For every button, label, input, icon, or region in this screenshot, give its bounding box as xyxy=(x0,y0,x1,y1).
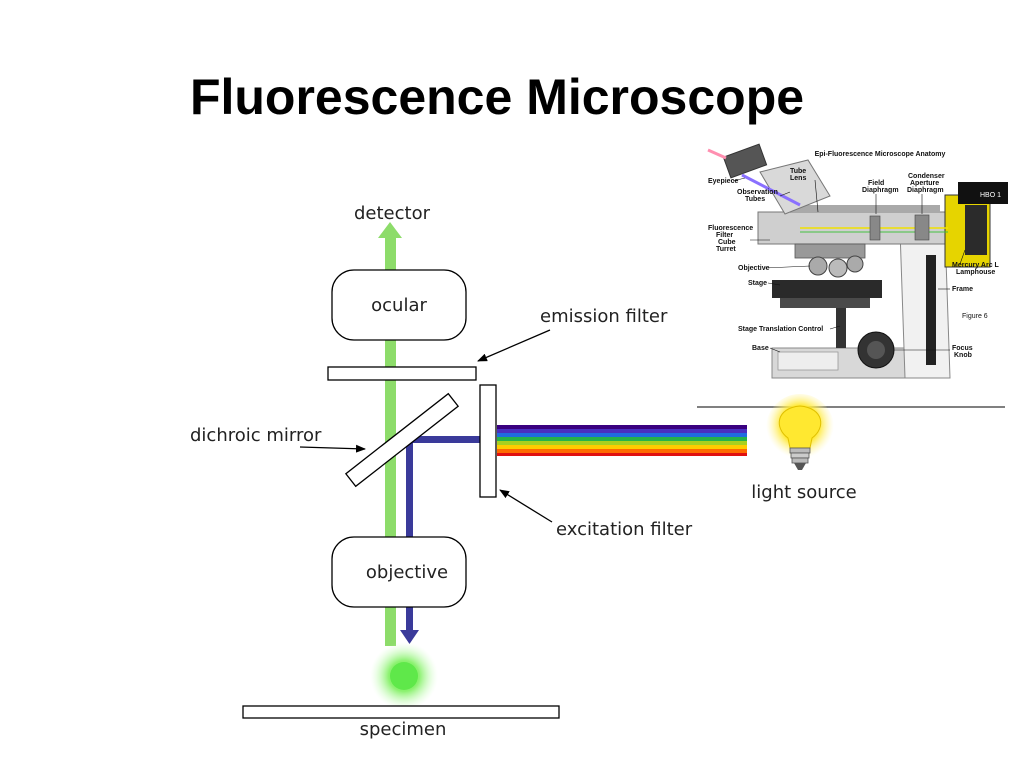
photo-label-condenser: Condenser xyxy=(908,173,945,180)
dichroic-mirror-pointer xyxy=(299,444,366,453)
excitation-filter xyxy=(479,384,497,498)
photo-label-mercury: Mercury Arc L xyxy=(952,262,1000,269)
light-source-label: light source xyxy=(751,482,856,503)
objective-box xyxy=(331,536,467,608)
specimen-dot xyxy=(390,662,418,690)
emission-filter-pointer xyxy=(477,329,551,362)
photo-label-fluorescence: Fluorescence xyxy=(708,225,753,232)
photo-label-filter: Filter xyxy=(716,232,733,239)
photo-label-lamphouse: Lamphouse xyxy=(956,269,995,276)
rainbow-beam xyxy=(497,425,747,456)
photo-label-stage-control: Stage Translation Control xyxy=(738,326,823,333)
microscope-photo: Epi-Fluorescence Microscope Anatomy HBO … xyxy=(703,130,1008,388)
dichroic-mirror xyxy=(344,392,460,488)
emission-filter-label: emission filter xyxy=(540,306,668,327)
photo-label-stage: Stage xyxy=(748,280,767,287)
photo-label-cube: Cube xyxy=(718,239,736,246)
photo-label-turret: Turret xyxy=(716,246,736,253)
ocular-label: ocular xyxy=(371,295,427,316)
photo-label-tube: Tube xyxy=(790,168,806,175)
emission-filter xyxy=(327,366,477,381)
photo-heading: Epi-Fluorescence Microscope Anatomy xyxy=(815,151,946,158)
photo-label-condenser-diaphragm: Diaphragm xyxy=(907,187,944,194)
photo-label-aperture: Aperture xyxy=(910,180,939,187)
photo-label-eyepiece: Eyepiece xyxy=(708,178,738,185)
light-bulb-icon xyxy=(766,394,834,470)
excitation-filter-pointer xyxy=(499,489,553,523)
dichroic-mirror-label: dichroic mirror xyxy=(190,425,322,446)
photo-label-observation: Observation xyxy=(737,189,778,196)
photo-label-objective: Objective xyxy=(738,265,770,272)
specimen-label: specimen xyxy=(360,719,447,740)
photo-label-focus: Focus xyxy=(952,345,973,352)
photo-label-field-diaphragm: Diaphragm xyxy=(862,187,899,194)
detector-label: detector xyxy=(354,203,431,224)
photo-label-frame: Frame xyxy=(952,286,973,293)
photo-label-field: Field xyxy=(868,180,884,187)
photo-label-base: Base xyxy=(752,345,769,352)
specimen-slide xyxy=(242,705,560,719)
photo-hbo: HBO 1 xyxy=(980,192,1001,199)
slide-title: Fluorescence Microscope xyxy=(189,69,805,125)
photo-label-figure: Figure 6 xyxy=(962,313,988,320)
photo-label-lens: Lens xyxy=(790,175,806,182)
ocular-box xyxy=(331,269,467,341)
photo-label-tubes: Tubes xyxy=(745,196,765,203)
photo-label-knob: Knob xyxy=(954,352,972,359)
objective-label: objective xyxy=(366,562,448,583)
excitation-beam xyxy=(400,436,483,644)
excitation-filter-label: excitation filter xyxy=(556,519,693,540)
